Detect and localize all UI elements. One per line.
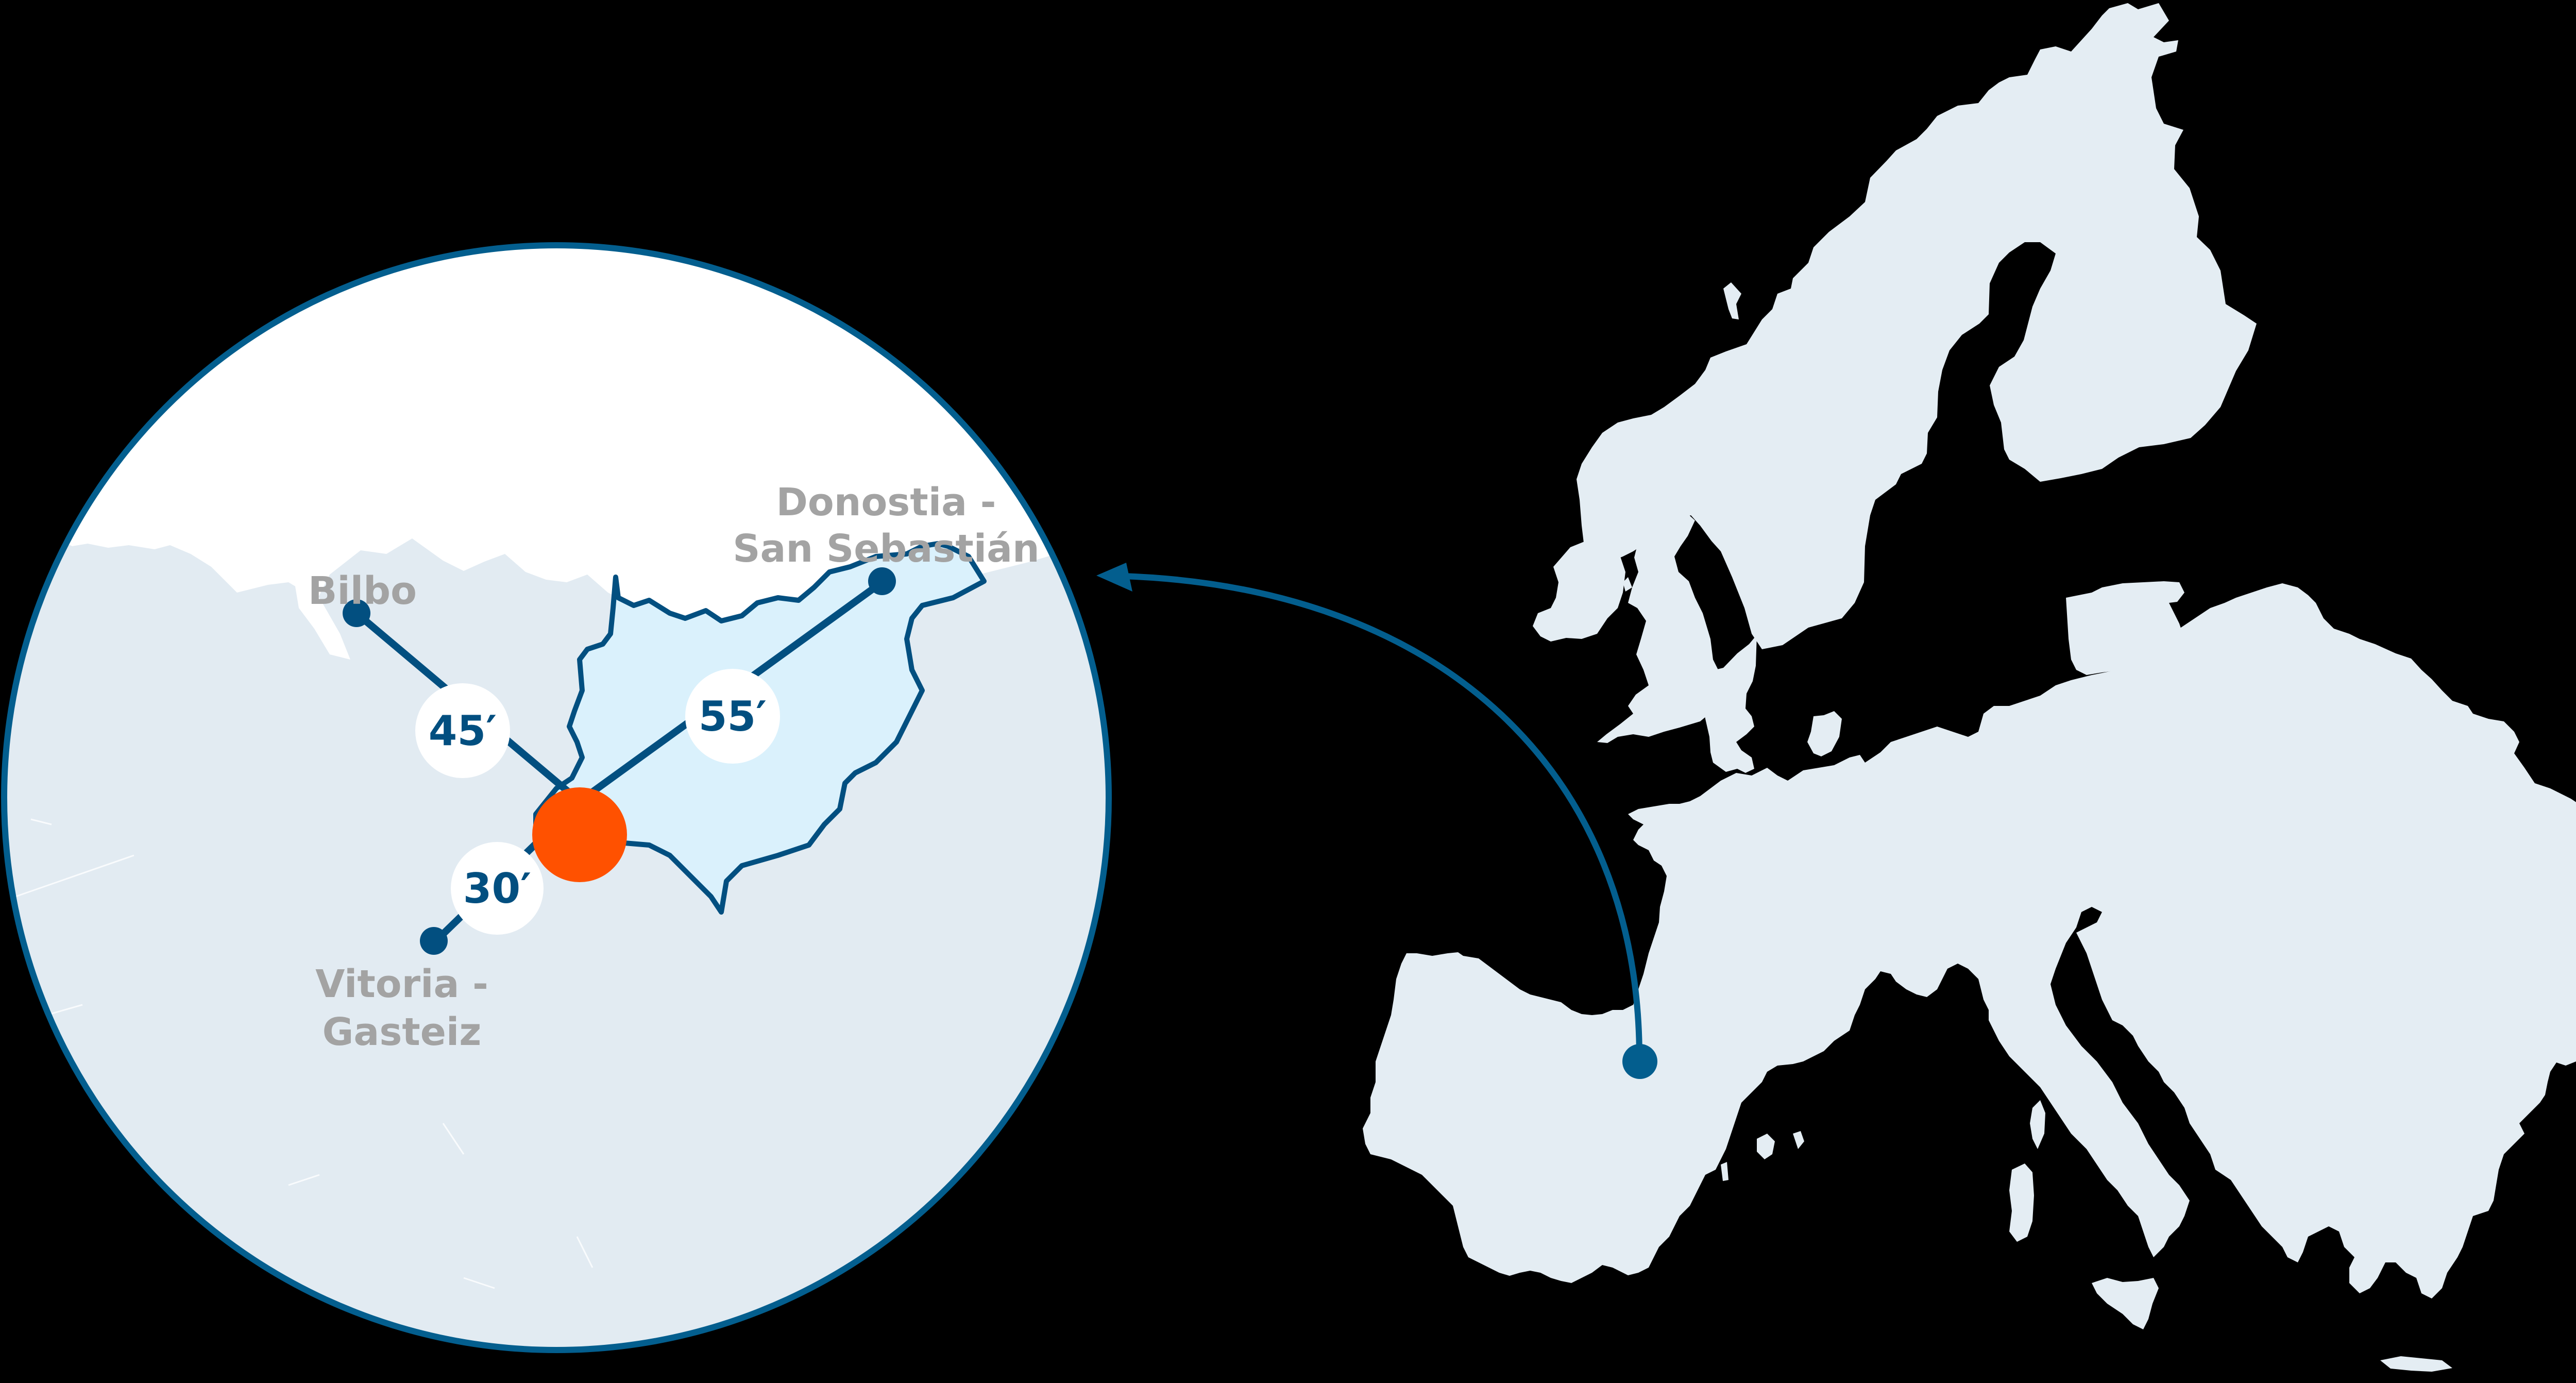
city-label-donostia-line2: San Sebastián [733,527,1039,571]
origin-marker[interactable] [532,787,627,882]
city-label-vitoria-line2: Gasteiz [323,1010,482,1054]
great-britain-landmass [1597,452,1725,743]
city-label-bilbo: Bilbo [308,569,417,613]
inset-road-lines [15,818,594,1289]
sicily-island [2092,1278,2159,1329]
denmark-landmass [1702,635,1757,773]
baltic-russia-landmass [2066,581,2184,675]
sardinia-island [2009,1163,2034,1242]
city-label-vitoria-line1: Vitoria - [315,962,488,1006]
time-label-vitoria: 30′ [463,865,531,913]
time-badge-vitoria: 30′ [451,842,544,935]
corsica-island [2030,1100,2045,1149]
ireland-landmass [1533,536,1625,642]
arrow-head-icon [1096,563,1132,592]
city-dot-donostia[interactable] [868,567,896,595]
city-label-donostia-line1: Donostia - [776,480,996,525]
time-label-bilbo: 45′ [429,707,497,755]
time-label-donostia: 55′ [699,693,767,740]
time-badge-bilbo: 45′ [415,683,510,778]
crete-island [2380,1356,2452,1372]
continental-europe-landmass [1363,583,2576,1298]
hebrides-islands [1607,492,1632,592]
scandinavia-landmass [1577,3,2257,649]
zealand-island [1807,711,1842,756]
inset-land [4,531,1109,1350]
time-badge-donostia: 55′ [685,669,780,764]
balearic-islands [1721,1131,1804,1181]
inset-border [1,242,1112,1353]
europe-map [1363,3,2576,1372]
callout-arc [1123,573,1642,1058]
inset-zoom-map: 45′ 55′ 30′ Bilbo Donostia - San Sebasti… [1,242,1112,1353]
bilbao-estuary [294,577,350,660]
shetland-islands [1723,282,1793,420]
location-callout-arrow [1096,563,1657,1079]
city-dot-bilbo[interactable] [343,599,370,627]
basque-country-location-pin[interactable] [1622,1044,1657,1079]
city-dot-vitoria[interactable] [420,927,448,955]
